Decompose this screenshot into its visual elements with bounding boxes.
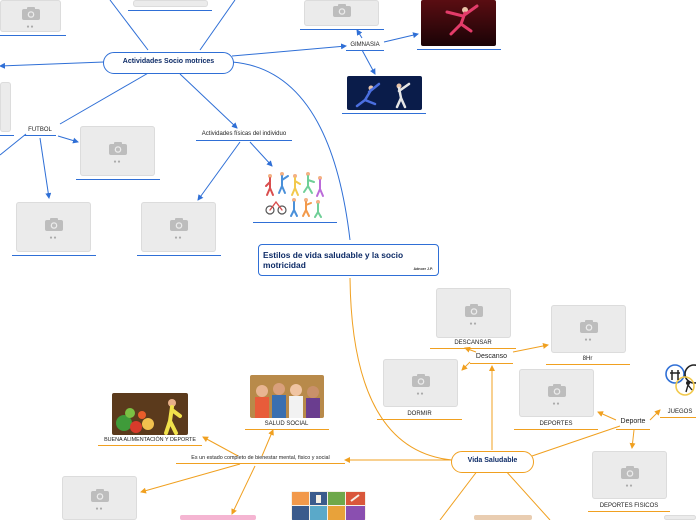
placeholder-underline [588, 511, 670, 512]
placeholder-underline [137, 255, 221, 256]
image-placeholder [664, 515, 696, 520]
social-health-photo [250, 375, 324, 418]
placeholder-underline [98, 445, 202, 446]
camera-icon [411, 373, 431, 388]
placeholder-underline [245, 429, 329, 430]
placeholder-underline [546, 364, 630, 365]
placeholder-underline [76, 179, 160, 180]
placeholder-underline [12, 255, 96, 256]
image-placeholder: ●● [551, 305, 626, 353]
camera-icon [547, 383, 567, 398]
branch-label: Actividades Socio motrices [123, 58, 214, 65]
topic-estado-bienestar[interactable]: Es un estado completo de bienestar menta… [176, 454, 345, 462]
camera-icon [579, 319, 599, 334]
topic-dormir[interactable]: DORMIR [381, 410, 458, 418]
app-icons-grid-image [291, 491, 366, 520]
partial-image [474, 515, 532, 520]
central-title: Estilos de vida saludable y la socio mot… [263, 250, 434, 270]
topic-underline [24, 135, 56, 136]
camera-icon [21, 6, 41, 21]
placeholder-underline [128, 10, 212, 11]
image-placeholder: ●● [80, 126, 155, 176]
camera-icon [464, 303, 484, 318]
placeholder-underline [300, 29, 384, 30]
gymnast-photo [421, 0, 496, 46]
topic-underline [176, 463, 345, 464]
topic-futbol[interactable]: FUTBOL [26, 126, 54, 134]
placeholder-underline [417, 49, 501, 50]
camera-icon [169, 217, 189, 232]
branch-label: Vida Saludable [468, 457, 518, 464]
topic-deportes[interactable]: DEPORTES [518, 420, 594, 428]
camera-icon [332, 3, 352, 18]
placeholder-underline [660, 417, 696, 418]
image-placeholder: ●● [141, 202, 216, 252]
gymnastics-photo [347, 76, 422, 110]
central-topic[interactable]: Estilos de vida saludable y la socio mot… [258, 244, 439, 276]
camera-icon [90, 488, 110, 503]
image-placeholder: ●● [62, 476, 137, 520]
topic-deporte[interactable]: Deporte [616, 418, 650, 426]
placeholder-underline [342, 113, 426, 114]
partial-image [180, 515, 256, 520]
camera-icon [620, 465, 640, 480]
placeholder-underline [430, 348, 516, 349]
food-and-exercise-photo [112, 393, 188, 435]
camera-icon [44, 217, 64, 232]
placeholder-underline [0, 135, 14, 136]
topic-salud-social[interactable]: SALUD SOCIAL [249, 420, 324, 428]
topic-actividades-fisicas[interactable]: Actividades físicas del individuo [196, 130, 292, 138]
image-placeholder [133, 0, 208, 7]
image-placeholder: ●● [383, 359, 458, 407]
topic-juegos[interactable]: JUEGOS [664, 408, 696, 416]
topic-deportes-fisicos[interactable]: DEPORTES FISICOS [592, 502, 666, 510]
image-placeholder: ●● [519, 369, 594, 417]
physical-activities-illustration [262, 168, 326, 218]
image-placeholder: ●● [592, 451, 667, 499]
topic-underline [616, 429, 650, 430]
placeholder-underline [377, 419, 462, 420]
topic-descansar[interactable]: DESCANSAR [434, 339, 512, 347]
image-placeholder [0, 82, 11, 132]
topic-descanso[interactable]: Descanso [470, 353, 513, 361]
placeholder-underline [0, 35, 66, 36]
topic-8hr[interactable]: 8Hr [550, 355, 625, 363]
branch-vida-saludable[interactable]: Vida Saludable [451, 451, 534, 473]
topic-gimnasia[interactable]: GIMNASIA [346, 41, 384, 49]
image-placeholder [304, 0, 379, 26]
image-placeholder: ●● [16, 202, 91, 252]
camera-icon [108, 141, 128, 156]
topic-underline [196, 140, 292, 141]
image-placeholder: ●● [436, 288, 511, 338]
image-placeholder: ●● [0, 0, 61, 32]
topic-underline [470, 363, 513, 364]
placeholder-underline [514, 429, 598, 430]
topic-buena-alimentacion[interactable]: BUENA ALIMENTACIÓN Y DEPORTE [100, 436, 200, 444]
olympic-sports-icon [664, 362, 696, 398]
placeholder-underline [253, 222, 337, 223]
topic-underline [346, 50, 384, 51]
central-author: Adnoer J.P. [413, 267, 433, 271]
branch-actividades-socio-motrices[interactable]: Actividades Socio motrices [103, 52, 234, 74]
